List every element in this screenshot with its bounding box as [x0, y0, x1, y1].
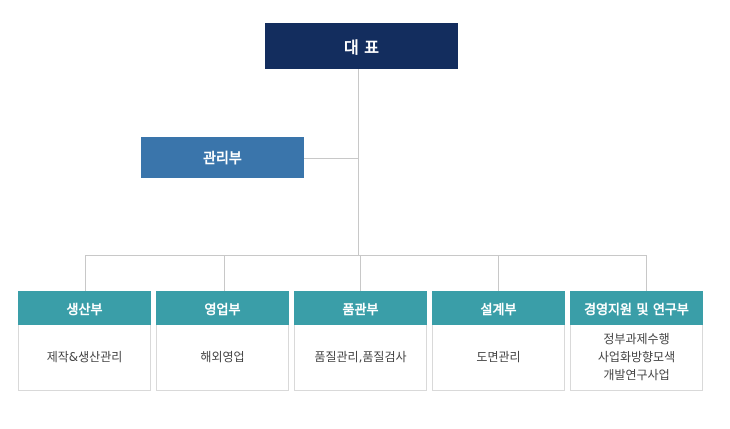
department-task: 품질관리,품질검사: [314, 350, 407, 364]
department-horizontal-connector: [85, 255, 647, 256]
department-production: 생산부 제작&생산관리: [18, 291, 151, 391]
department-quality: 품관부 품질관리,품질검사: [294, 291, 427, 391]
department-support-research: 경영지원 및 연구부 정부과제수행 사업화방향모색 개발연구사업: [570, 291, 703, 391]
dept-connector-2: [224, 255, 225, 291]
department-task: 사업화방향모색: [597, 350, 676, 364]
department-tasks: 제작&생산관리: [19, 325, 150, 389]
dept-connector-1: [85, 255, 86, 291]
department-title: 영업부: [156, 291, 289, 325]
dept-connector-5: [646, 255, 647, 291]
department-title: 경영지원 및 연구부: [570, 291, 703, 325]
department-task: 정부과제수행: [603, 332, 670, 346]
ceo-box: 대 표: [265, 23, 458, 69]
department-task: 도면관리: [476, 350, 521, 364]
department-task: 개발연구사업: [603, 368, 670, 382]
department-title: 설계부: [432, 291, 565, 325]
management-box: 관리부: [141, 137, 304, 178]
department-task: 제작&생산관리: [46, 350, 123, 364]
department-tasks: 도면관리: [433, 325, 564, 389]
department-tasks: 해외영업: [157, 325, 288, 389]
department-task: 해외영업: [200, 350, 245, 364]
department-title: 품관부: [294, 291, 427, 325]
management-label: 관리부: [203, 150, 242, 167]
department-tasks: 정부과제수행 사업화방향모색 개발연구사업: [571, 325, 702, 389]
management-connector: [304, 158, 359, 159]
ceo-label: 대 표: [343, 38, 379, 57]
ceo-vertical-connector: [358, 69, 359, 255]
dept-connector-3: [360, 255, 361, 291]
department-design: 설계부 도면관리: [432, 291, 565, 391]
dept-connector-4: [498, 255, 499, 291]
department-tasks: 품질관리,품질검사: [295, 325, 426, 389]
department-sales: 영업부 해외영업: [156, 291, 289, 391]
department-title: 생산부: [18, 291, 151, 325]
